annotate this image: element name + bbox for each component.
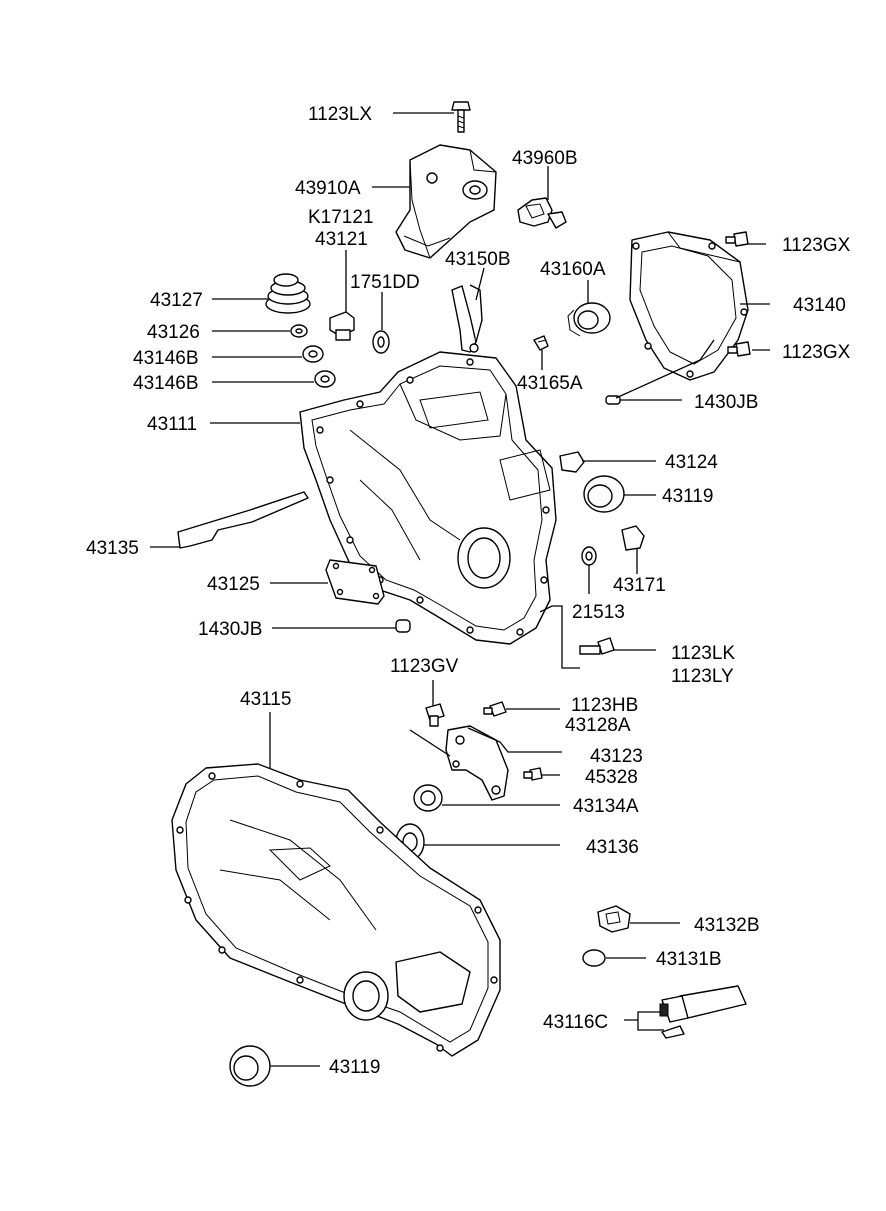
label-43150b: 43150B [445,249,511,270]
plug-43165a-part [533,335,549,351]
bolt-1123hb-part [483,701,507,717]
label-43127: 43127 [150,290,203,311]
bolt-1123gx-lower-part [727,341,751,357]
label-43128a: 43128A [565,715,631,736]
plate-43125-part [325,559,385,605]
bushing-43146b-upper-part [302,345,324,363]
label-1123lx: 1123LX [308,104,372,125]
bracket-43123-part [445,725,509,801]
label-1123hb: 1123HB [571,695,638,716]
clip-43132b-part [597,905,631,933]
label-43136: 43136 [586,837,639,858]
bushing-43146b-lower-part [314,370,336,388]
ring-43126-part [290,324,308,338]
cap-43131b-part [582,949,606,967]
label-1123ly: 1123LY [671,666,734,687]
seal-43134a-part [413,784,443,812]
bolt-1123gx-upper-part [725,231,749,247]
strip-43135-part [177,491,309,549]
label-1751dd: 1751DD [350,272,420,293]
label-43135: 43135 [86,538,139,559]
label-43146b-upper: 43146B [133,348,199,369]
bracket-43910a-part [395,144,497,259]
label-43146b-lower: 43146B [133,373,199,394]
label-43116c: 43116C [543,1012,608,1033]
label-43119-upper: 43119 [662,486,713,507]
label-45328: 45328 [585,767,638,788]
label-43131b: 43131B [656,949,722,970]
bolt-1123lx-part [451,101,471,133]
fork-43150b-part [451,284,483,353]
seal-43119-lower-part [229,1045,271,1087]
label-43134a: 43134A [573,796,639,817]
label-1123gv: 1123GV [390,656,459,677]
label-43125: 43125 [207,574,260,595]
bolt-45328-part [523,767,543,781]
transaxle-case-43111-part [299,351,557,645]
label-1123gx-lower: 1123GX [782,342,851,363]
plug-43171-part [621,525,645,551]
label-43960b: 43960B [512,148,578,169]
cover-43140-part [629,231,749,381]
plug-43121-part [329,311,355,341]
plug-43124-part [559,451,585,473]
label-43115: 43115 [240,689,291,710]
label-1430jb-upper: 1430JB [694,392,758,413]
label-43140: 43140 [793,295,846,316]
label-43165a: 43165A [517,373,583,394]
label-43111: 43111 [147,414,197,435]
leader-lines [150,112,770,1067]
label-43910a: 43910A [295,178,361,199]
bolt-1123lk-part [579,637,615,655]
label-43132b: 43132B [694,915,760,936]
part-number-labels: 1123LX 43960B 43910A K17121 43121 43150B… [86,104,851,1078]
seal-43160a-part [567,302,611,337]
label-k17121: K17121 [308,207,374,228]
label-43119-lower: 43119 [329,1057,380,1078]
label-43171: 43171 [613,575,666,596]
washer-1751dd-part [372,330,390,354]
label-43126: 43126 [147,322,200,343]
label-43121: 43121 [315,229,368,250]
clutch-housing-43115-part [171,763,501,1057]
label-1123gx-upper: 1123GX [782,235,851,256]
label-43123: 43123 [590,746,643,767]
pin-1430jb-lower-part [395,619,411,633]
label-43160a: 43160A [540,259,606,280]
clip-43960b-part [517,197,567,229]
sealant-tube-43116c-part [659,985,747,1039]
label-43124: 43124 [665,452,718,473]
washer-21513-part [581,546,597,566]
seal-43119-upper-part [583,475,625,513]
label-21513: 21513 [572,602,625,623]
label-1123lk: 1123LK [671,643,735,664]
boot-43127-part [265,273,311,314]
bolt-1123gv-part [425,703,445,727]
label-1430jb-lower: 1430JB [198,619,262,640]
